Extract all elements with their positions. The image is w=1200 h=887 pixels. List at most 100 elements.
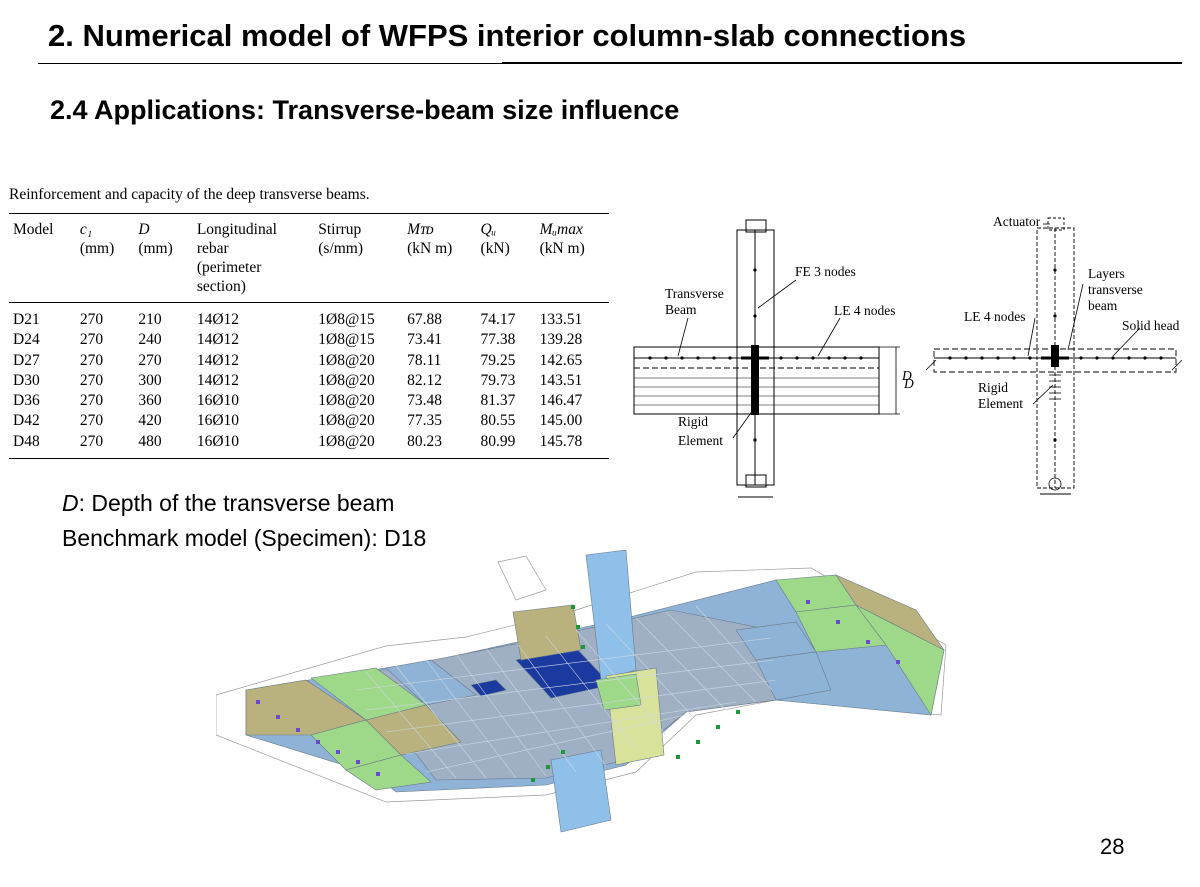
table-cell: 80.99 [480,432,516,450]
table-cell: 14Ø12 [196,371,240,389]
table-cell: D24 [13,331,40,349]
col-header-longitudinal-rebar: Longitudinal rebar (perimeter section) [196,221,277,295]
table-cell: 14Ø12 [196,311,240,328]
table-cell: 146.47 [539,392,583,410]
table-cell: 81.37 [480,392,516,410]
table-cell: D21 [13,311,40,328]
col-header-d: D(mm) [138,221,173,257]
head-green [595,673,642,711]
table-caption: Reinforcement and capacity of the deep t… [9,186,370,203]
table-cell: 80.55 [480,412,516,430]
table-cell: 300 [138,371,162,389]
table-cell: 67.88 [407,311,442,328]
node-markers [256,600,900,782]
column-top [585,550,637,681]
left-label-le-nodes: LE 4 nodes [834,303,896,318]
title-underline-right [502,62,1182,64]
depth-note: D: Depth of the transverse beam [62,490,394,517]
table-cell: 270 [79,432,104,450]
table-cell: D27 [13,351,40,369]
table-cell: 270 [79,371,104,389]
table-cell: 1Ø8@20 [318,351,375,369]
left-label-transverse: Transverse [665,286,724,301]
table-cell: 360 [138,392,162,410]
table-cell: 420 [138,412,162,430]
left-d-label: D [901,368,912,383]
table-cell: 74.17 [480,311,516,328]
mesh-lines [355,605,777,779]
left-rib-green-3 [345,754,432,791]
right-label-layers: Layers [1088,266,1125,281]
page-number: 28 [1100,834,1125,859]
right-label-actuator: Actuator [993,214,1041,229]
col-header-model: Model [13,221,54,238]
table-cell: 16Ø10 [196,432,240,450]
column-bottom [550,749,612,833]
table-cell: 145.00 [539,412,583,430]
table-cell: 139.28 [539,331,583,349]
table-cell: 270 [79,331,104,349]
table-cell: 79.25 [480,351,516,369]
table-cell: 270 [79,392,104,410]
table-cell: 14Ø12 [196,351,240,369]
fe-mesh-rendering [216,550,947,833]
left-label-fe-nodes: FE 3 nodes [795,264,856,279]
col-header-stirrup: Stirrup(s/mm) [318,221,364,257]
table-cell: 79.73 [480,371,516,389]
table-cell: 73.41 [407,331,442,349]
table-cell: 73.48 [407,392,442,410]
slide-subtitle: 2.4 Applications: Transverse-beam size i… [50,95,680,125]
title-underline-left [38,63,502,64]
table-cell: D48 [13,432,40,450]
table-cell: 210 [138,311,162,328]
table-cell: 16Ø10 [196,412,240,430]
table-cell: 77.35 [407,412,442,430]
table-cell: 143.51 [539,371,583,389]
table-cell: 1Ø8@15 [318,331,375,349]
table-cell: 82.12 [407,371,442,389]
benchmark-note: Benchmark model (Specimen): D18 [62,525,427,551]
left-label-beam: Beam [665,302,697,317]
table-cell: 80.23 [407,432,442,450]
table-cell: D42 [13,412,40,430]
right-label-solid-head: Solid head [1122,318,1180,333]
table-cell: 145.78 [539,432,583,450]
table-cell: 1Ø8@20 [318,412,375,430]
table-cell: 77.38 [480,331,516,349]
table-cell: 1Ø8@20 [318,371,375,389]
col-header-c1: c₁(mm) [79,221,115,257]
table-cell: 78.11 [407,351,442,369]
right-label-rigid: Rigid [978,380,1008,395]
table-cell: 133.51 [539,311,583,328]
head-olive [512,604,582,661]
column-zone-dark-2 [470,679,507,697]
table-cell: 240 [138,331,162,349]
slab-mesh [216,550,947,833]
reinforcement-table: Model c₁(mm) D(mm) Longitudinal rebar (p… [9,213,609,459]
table-cell: 1Ø8@20 [318,432,375,450]
left-schematic: D Transverse Beam FE 3 nodes LE 4 nodes … [633,219,912,498]
right-label-element: Element [978,396,1023,411]
table-cell: 270 [79,412,104,430]
col-header-mtd: Mᴛᴅ(kN m) [407,221,453,257]
col-header-mumax: Mᵤmax(kN m) [539,221,585,257]
table-header-row: Model c₁(mm) D(mm) Longitudinal rebar (p… [9,213,609,303]
table-cell: 480 [138,432,162,450]
table-row: D48 270 480 16Ø10 1Ø8@20 80.23 80.99 145.78 [9,432,609,459]
table-cell: 270 [79,311,104,328]
table-cell: D30 [13,371,40,389]
table-cell: 16Ø10 [196,392,240,410]
left-label-element: Element [678,433,723,448]
right-d-label: D [903,376,914,391]
table-cell: 14Ø12 [196,331,240,349]
table-row: D24 270 240 14Ø12 1Ø8@15 73.41 77.38 139.28 [9,330,609,350]
col-header-qu: Qᵤ(kN) [480,221,510,257]
table-cell: 270 [79,351,104,369]
table-row: D42 270 420 16Ø10 1Ø8@20 77.35 80.55 145.00 [9,411,609,431]
fe-model-schematic: D Transverse Beam FE 3 nodes LE 4 nodes … [633,214,1183,498]
left-panel-blue [385,659,477,706]
right-label-transverse: transverse [1088,282,1143,297]
table-cell: 270 [138,351,162,369]
